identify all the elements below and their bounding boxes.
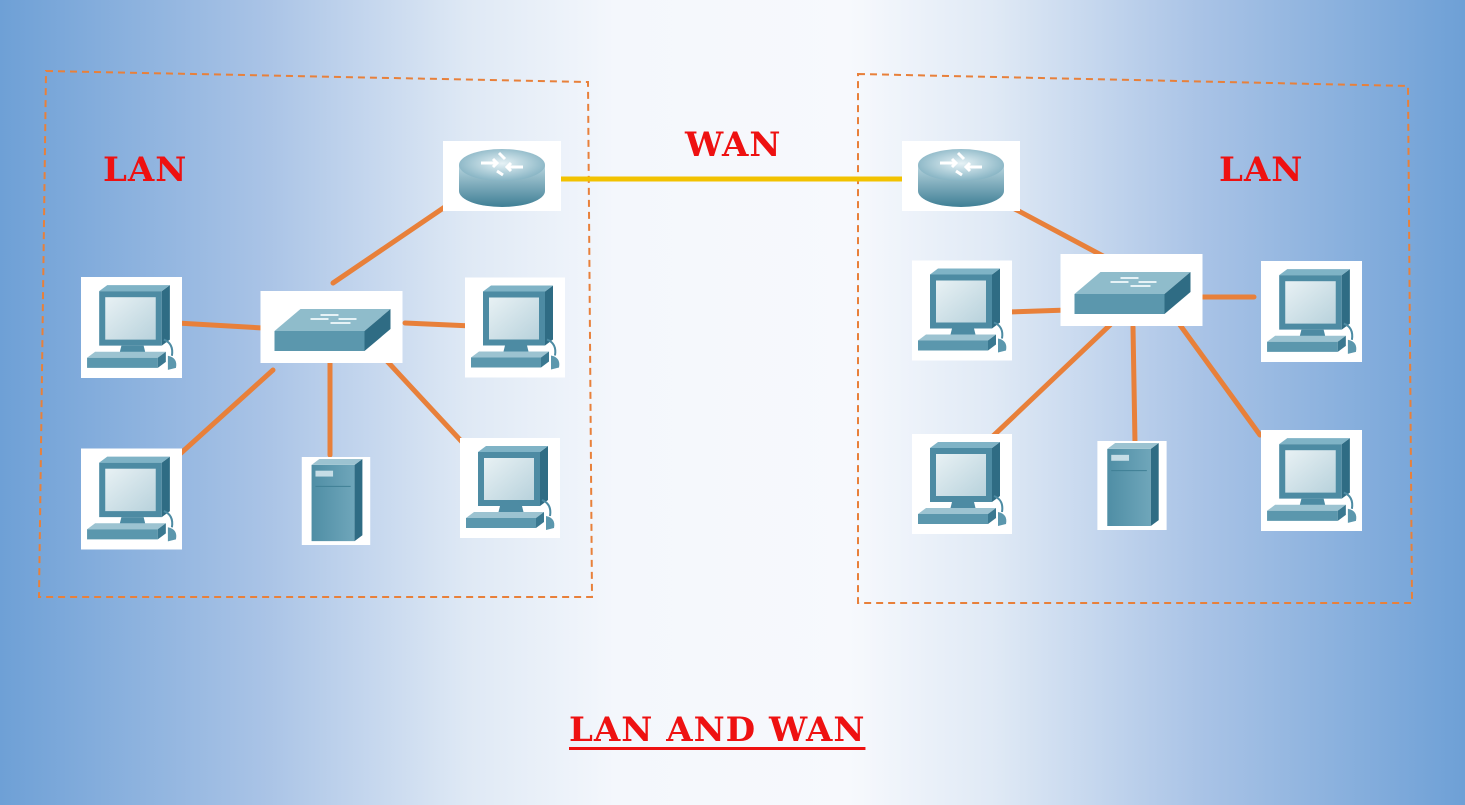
left-pc-icon-1 <box>81 277 182 378</box>
left-server-icon <box>301 457 371 545</box>
left-pc-icon-2 <box>465 277 565 378</box>
right-switch-icon <box>1060 254 1203 326</box>
left-lan-boundary <box>37 69 594 598</box>
right-pc-icon-2 <box>1261 261 1362 362</box>
left-lan-cables <box>167 195 475 466</box>
right-pc-icon-3 <box>912 433 1012 535</box>
left-switch-icon <box>260 291 403 363</box>
right-pc-icon-4 <box>1261 430 1362 531</box>
left-pc-icon-3 <box>81 448 182 550</box>
wan-label: WAN <box>685 125 782 165</box>
right-lan-boundary <box>857 72 1414 604</box>
right-pc-icon-1 <box>912 260 1012 361</box>
right-router-icon <box>902 141 1020 211</box>
diagram-caption: LAN AND WAN <box>569 710 866 750</box>
left-lan-label: LAN <box>103 150 188 190</box>
left-router-icon <box>443 141 561 211</box>
right-lan-label: LAN <box>1219 150 1304 190</box>
left-pc-icon-4 <box>460 437 560 539</box>
right-lan-cables <box>989 197 1263 446</box>
right-server-icon <box>1097 441 1167 530</box>
